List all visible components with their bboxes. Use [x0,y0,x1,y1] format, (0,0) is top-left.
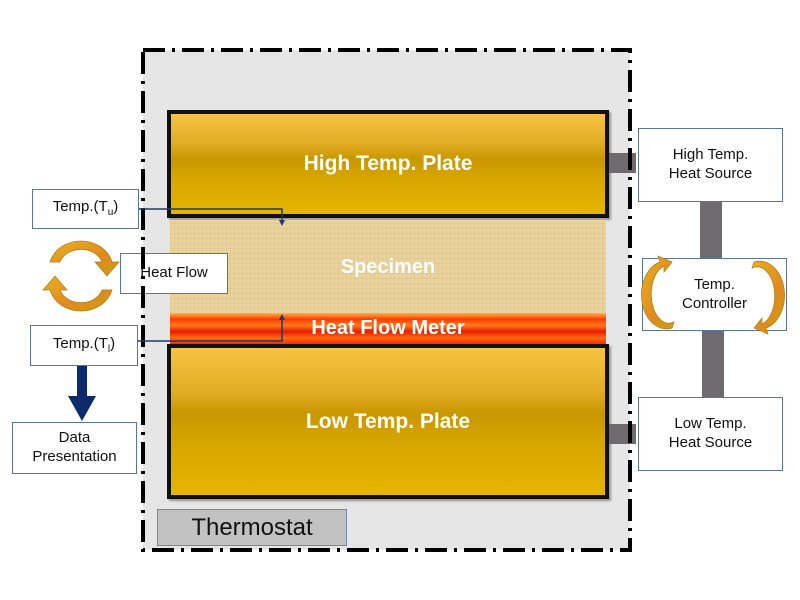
down-arrow-icon [68,396,96,421]
temp-lower-prefix: Temp.(T [52,334,108,352]
high-source-line2: Heat Source [668,165,753,182]
specimen-label: Specimen [340,255,436,278]
temp-upper-suffix: ) [113,198,119,216]
data-presentation-line2: Presentation [32,448,117,465]
data-presentation-line1: Data [58,429,91,447]
high-temp-plate-label: High Temp. Plate [303,152,473,175]
thermostat-label-text: Thermostat [191,513,313,541]
controller-bottom-connector [702,331,724,397]
heat-flow-label: Heat Flow [140,264,208,282]
controller-line1: Temp. [694,275,735,293]
low-temp-plate-label: Low Temp. Plate [305,409,471,433]
low-temp-plate: Low Temp. Plate [167,344,609,499]
temp-upper-label: Temp.(Tu) [53,198,119,220]
heat-flow-meter: Heat Flow Meter [170,313,606,344]
temp-upper-subscript: u [107,207,114,219]
high-source-line1: High Temp. [672,146,749,164]
controller-line2: Controller [681,294,748,312]
heat-flow-meter-label: Heat Flow Meter [311,317,465,339]
temp-lower-label: Temp.(Tl) [53,335,115,357]
specimen-layer: Specimen [170,220,606,314]
low-source-line2: Heat Source [668,434,753,451]
high-temp-heat-source-box: High Temp. Heat Source [638,128,783,202]
heat-flow-cycle-icon [42,240,120,312]
high-temp-plate: High Temp. Plate [167,110,609,218]
temp-upper-box: Temp.(Tu) [32,189,139,229]
thermostat-label: Thermostat [157,509,347,546]
high-source-connector [609,153,636,173]
temp-lower-subscript: l [107,343,111,355]
low-temp-heat-source-box: Low Temp. Heat Source [638,397,783,471]
controller-top-connector [700,202,722,258]
heat-flow-box: Heat Flow [120,253,228,294]
temp-lower-suffix: ) [110,334,116,352]
data-arrow-shaft [77,366,87,396]
low-source-connector [609,424,636,444]
temp-controller-box: Temp. Controller [642,258,787,331]
low-source-line1: Low Temp. [674,415,747,433]
temp-lower-box: Temp.(Tl) [30,325,138,366]
data-presentation-box: Data Presentation [12,422,137,474]
temp-upper-prefix: Temp.(T [52,198,108,216]
